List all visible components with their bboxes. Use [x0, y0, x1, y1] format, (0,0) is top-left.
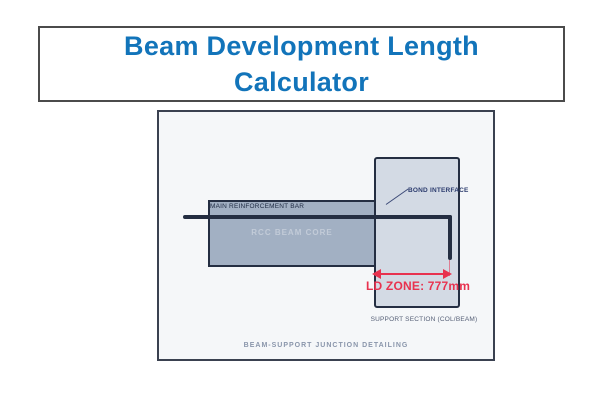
- diagram-panel: MAIN REINFORCEMENT BAR RCC BEAM CORE BON…: [157, 110, 495, 361]
- title-box: Beam Development Length Calculator: [38, 26, 565, 102]
- ld-zone-value-label: LD ZONE: 777mm: [366, 279, 471, 293]
- page-title-line2: Calculator: [233, 67, 370, 97]
- dimension-arrow-left-icon: [372, 269, 381, 279]
- page-title-line1: Beam Development Length: [124, 31, 479, 61]
- support-section-label: SUPPORT SECTION (COL/BEAM): [370, 316, 478, 323]
- diagram-caption: BEAM-SUPPORT JUNCTION DETAILING: [243, 342, 409, 349]
- dimension-extension-line: [449, 260, 450, 276]
- bond-interface-label: BOND INTERFACE: [408, 187, 469, 194]
- beam-core-shape: [208, 200, 376, 267]
- rebar-horizontal-segment: [183, 215, 452, 219]
- rebar-bend-segment: [448, 215, 452, 260]
- dimension-arrow-right-icon: [443, 269, 452, 279]
- ld-dimension-line: [380, 273, 444, 275]
- main-reinforcement-bar-label: MAIN REINFORCEMENT BAR: [210, 203, 305, 210]
- rcc-beam-core-label: RCC BEAM CORE: [251, 228, 333, 237]
